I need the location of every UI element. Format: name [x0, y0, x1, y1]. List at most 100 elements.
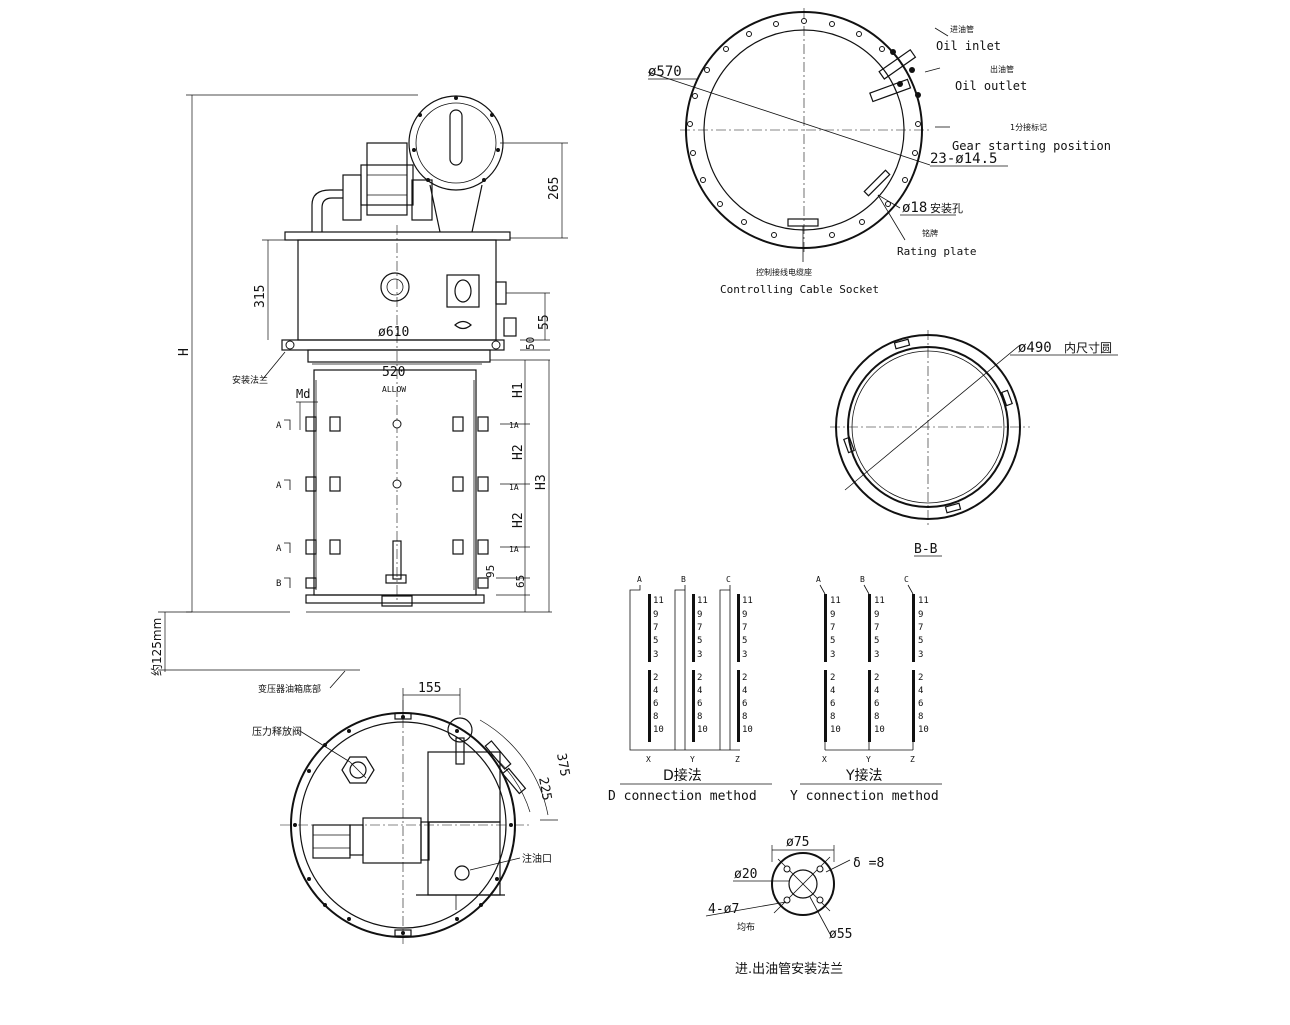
- dim-225: 225: [535, 776, 554, 802]
- dim-H3: H3: [534, 474, 549, 490]
- dim-50: 50: [524, 337, 537, 350]
- label-drain: 注油口: [522, 852, 552, 865]
- d-a-tap-5: 5: [653, 636, 658, 646]
- y-connection-diagram: A B C 11 9 7 5 3 2 4 6 8 10 11 9 7 5 3 2…: [790, 575, 942, 804]
- dim-520: 520: [382, 365, 405, 380]
- dim-d490: ø490: [1018, 340, 1052, 356]
- dim-delta: δ =8: [853, 856, 884, 871]
- d-a-tap-4: 4: [653, 686, 658, 696]
- y-c-tap-4: 4: [918, 686, 923, 696]
- label-gear: Gear starting position: [952, 139, 1111, 153]
- d-title-cn: D接法: [663, 767, 702, 784]
- dim-H1: H1: [511, 382, 526, 398]
- label-tank-bottom: 变压器油箱底部: [258, 683, 321, 695]
- dim-H: H: [177, 348, 192, 356]
- dim-155: 155: [418, 681, 441, 696]
- y-phase-a: A: [816, 575, 821, 584]
- label-gear-cn: 1分接标记: [1010, 122, 1047, 132]
- side-label-1a-2: 1A: [509, 483, 519, 492]
- label-pressure-valve: 压力释放阀: [252, 725, 302, 738]
- y-b-tap-7: 7: [874, 623, 879, 633]
- dim-55: 55: [537, 314, 552, 330]
- label-mount-flange: 安装法兰: [232, 374, 268, 386]
- d-bottom-y: Y: [690, 755, 695, 764]
- dim-265: 265: [547, 177, 562, 200]
- y-b-tap-5: 5: [874, 636, 879, 646]
- d-c-tap-7: 7: [742, 623, 747, 633]
- dim-d55: ø55: [829, 927, 852, 942]
- side-label-a3: A: [276, 544, 282, 554]
- dim-H2-b: H2: [511, 512, 526, 528]
- d-b-tap-7: 7: [697, 623, 702, 633]
- top-view: ø570 进油管 Oil inlet 出油管 Oil outlet 1分接标记 …: [647, 8, 1111, 296]
- d-a-tap-3: 3: [653, 650, 658, 660]
- top-bolt-holes: [687, 18, 921, 238]
- d-bottom-x: X: [646, 755, 651, 764]
- y-c-tap-7: 7: [918, 623, 923, 633]
- d-a-tap-11: 11: [653, 596, 664, 606]
- y-b-tap-8: 8: [874, 712, 879, 722]
- y-c-tap-3: 3: [918, 650, 923, 660]
- d-a-tap-7: 7: [653, 623, 658, 633]
- d-title-en: D connection method: [608, 789, 757, 804]
- dim-H2-a: H2: [511, 444, 526, 460]
- d-phase-c: C: [726, 575, 731, 584]
- d-b-tap-11: 11: [697, 596, 708, 606]
- d-connection-diagram: A B C 11 9 7 5 3 2 4 6 8 10 11 9 7 5 3 2: [608, 575, 772, 804]
- y-a-tap-6: 6: [830, 699, 835, 709]
- d-b-tap-5: 5: [697, 636, 702, 646]
- d-b-tap-9: 9: [697, 610, 702, 620]
- side-label-1a-3: 1A: [509, 545, 519, 554]
- y-b-tap-10: 10: [874, 725, 885, 735]
- y-a-tap-4: 4: [830, 686, 835, 696]
- y-a-tap-3: 3: [830, 650, 835, 660]
- d-c-tap-2: 2: [742, 673, 747, 683]
- d-phase-b: B: [681, 575, 686, 584]
- y-a-tap-7: 7: [830, 623, 835, 633]
- dim-95: 95: [484, 565, 497, 578]
- side-label-a2: A: [276, 481, 282, 491]
- y-title-cn: Y接法: [845, 767, 883, 784]
- d-c-tap-3: 3: [742, 650, 747, 660]
- y-bottom-z: Z: [910, 755, 915, 764]
- label-oil-inlet: Oil inlet: [936, 39, 1001, 53]
- dim-4-holes: 4-ø7: [708, 902, 739, 917]
- d-c-tap-6: 6: [742, 699, 747, 709]
- d-b-tap-6: 6: [697, 699, 702, 709]
- flange-detail: ø75 δ =8 ø20 4-ø7 均布 ø55 进.出油管安装法兰: [705, 835, 884, 977]
- dim-375: 375: [553, 752, 572, 778]
- y-bottom-y: Y: [866, 755, 871, 764]
- dim-d20: ø20: [734, 867, 757, 882]
- label-oil-inlet-cn: 进油管: [950, 24, 974, 34]
- y-c-tap-9: 9: [918, 610, 923, 620]
- d-a-tap-2: 2: [653, 673, 658, 683]
- y-c-tap-8: 8: [918, 712, 923, 722]
- y-phase-b: B: [860, 575, 865, 584]
- d-bottom-z: Z: [735, 755, 740, 764]
- side-label-b: B: [276, 579, 281, 589]
- side-label-a1: A: [276, 421, 282, 431]
- d-phase-a: A: [637, 575, 642, 584]
- label-oil-outlet-cn: 出油管: [990, 64, 1014, 74]
- y-c-tap-5: 5: [918, 636, 923, 646]
- bottom-plan-view: 压力释放阀 注油口 155 375 225: [252, 681, 572, 945]
- d-a-tap-9: 9: [653, 610, 658, 620]
- label-rating-cn: 铭牌: [922, 228, 938, 238]
- y-a-tap-11: 11: [830, 596, 841, 606]
- svg-text:ALLOW: ALLOW: [382, 385, 406, 394]
- dim-Md: Md: [296, 387, 310, 401]
- section-title: B-B: [914, 542, 938, 557]
- y-a-tap-10: 10: [830, 725, 841, 735]
- d-b-tap-3: 3: [697, 650, 702, 660]
- d-c-tap-5: 5: [742, 636, 747, 646]
- dim-4-holes-cn: 均布: [737, 921, 755, 933]
- dim-d490-cn: 内尺寸圆: [1064, 341, 1112, 355]
- y-title-en: Y connection method: [790, 789, 939, 804]
- y-a-tap-5: 5: [830, 636, 835, 646]
- label-cable: Controlling Cable Socket: [720, 283, 879, 296]
- dim-65: 65: [514, 575, 527, 588]
- dim-d75: ø75: [786, 835, 809, 850]
- y-a-tap-8: 8: [830, 712, 835, 722]
- dim-d610: ø610: [378, 325, 409, 340]
- d-a-tap-6: 6: [653, 699, 658, 709]
